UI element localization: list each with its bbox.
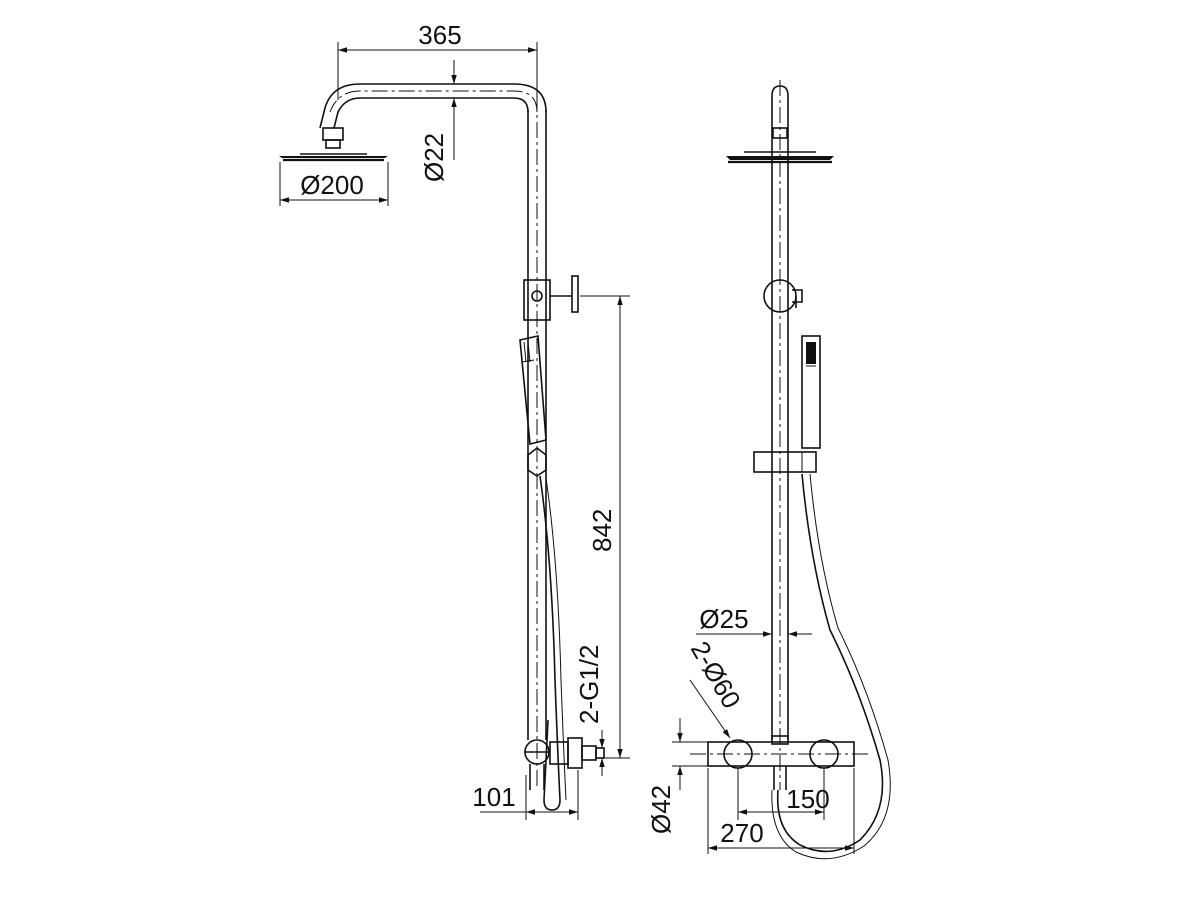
slider-bracket-front <box>763 279 803 313</box>
dimension-head-diameter: Ø200 <box>279 162 389 206</box>
dimension-inlet-thread: 2-G1/2 <box>574 645 605 776</box>
side-view: 365 Ø22 Ø200 842 2-G1/2 <box>279 20 630 820</box>
dimension-inlet-spacing: 150 <box>737 768 830 820</box>
dim-height-label: 842 <box>587 509 617 552</box>
dimension-arm-length: 365 <box>337 20 538 100</box>
dimension-arm-pipe-diameter: Ø22 <box>419 60 457 182</box>
hose-front <box>771 473 891 860</box>
hand-shower-side <box>519 335 547 477</box>
dim-body-length-label: 270 <box>720 818 763 848</box>
riser-pipe-front <box>771 80 789 790</box>
hand-shower-front <box>801 335 821 449</box>
dimension-body-diameter: Ø42 <box>646 718 708 834</box>
dimension-riser-diameter: Ø25 <box>696 604 812 637</box>
slider-bracket-side <box>523 275 579 321</box>
overhead-arm <box>319 83 547 149</box>
holder-bracket-front <box>753 451 817 473</box>
rain-shower-head-side <box>279 153 388 162</box>
hose-side <box>539 475 567 811</box>
dim-arm-pipe-diameter-label: Ø22 <box>419 133 449 182</box>
dim-riser-diameter-label: Ø25 <box>699 604 748 634</box>
dimension-wall-offset: 101 <box>472 770 579 820</box>
front-view: Ø25 2-Ø60 Ø42 150 270 <box>646 80 891 860</box>
rain-shower-head-front <box>726 151 834 164</box>
dim-body-diameter-label: Ø42 <box>646 785 676 834</box>
dim-head-diameter-label: Ø200 <box>300 170 364 200</box>
dim-inlet-spacing-label: 150 <box>786 784 829 814</box>
dimension-height: 842 <box>580 295 630 759</box>
mixer-body-side <box>524 737 605 790</box>
dim-inlet-thread-label: 2-G1/2 <box>574 645 604 725</box>
dimension-body-length: 270 <box>707 768 855 854</box>
dim-arm-length-label: 365 <box>418 20 461 50</box>
dimension-handle-diameter: 2-Ø60 <box>685 636 747 739</box>
dim-handle-diameter-label: 2-Ø60 <box>685 636 747 714</box>
dim-wall-offset-label: 101 <box>472 782 515 812</box>
